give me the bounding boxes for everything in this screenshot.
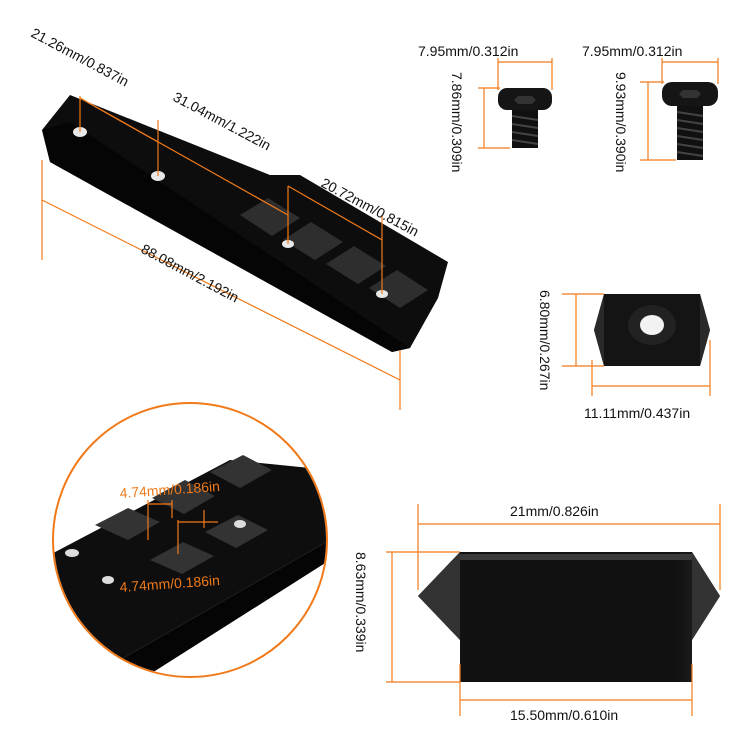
screw-short-head-label: 7.95mm/0.312in [418, 43, 518, 59]
screw-long-head-label: 7.95mm/0.312in [582, 43, 682, 59]
rail-profile-part [418, 552, 720, 682]
detail-callout [52, 402, 328, 678]
rail-hole-spacing-1-label: 21.26mm/0.837in [29, 25, 132, 90]
screw-long-part [662, 82, 718, 160]
t-nut-width-label: 11.11mm/0.437in [584, 405, 690, 421]
t-nut-dimensions [562, 293, 711, 396]
profile-dimensions [386, 504, 721, 716]
t-nut-hole [640, 315, 664, 335]
rail-dimensions [41, 96, 401, 410]
rail-part [42, 95, 448, 352]
screw-short-dimensions [478, 58, 553, 149]
t-nut-height-label: 6.80mm/0.267in [537, 290, 553, 390]
profile-top-width-label: 21mm/0.826in [510, 503, 599, 519]
screw-short-length-label: 7.86mm/0.309in [449, 72, 465, 172]
screw-long-dimensions [640, 58, 719, 161]
screw-short-part [498, 88, 552, 148]
profile-base-width-label: 15.50mm/0.610in [510, 707, 618, 723]
slot-spacing-label: 4.74mm/0.186in [119, 572, 220, 595]
t-nut-part [594, 294, 710, 366]
screw-long-length-label: 9.93mm/0.390in [613, 72, 629, 172]
slot-width-label: 4.74mm/0.186in [119, 478, 220, 501]
profile-height-label: 8.63mm/0.339in [353, 552, 369, 652]
